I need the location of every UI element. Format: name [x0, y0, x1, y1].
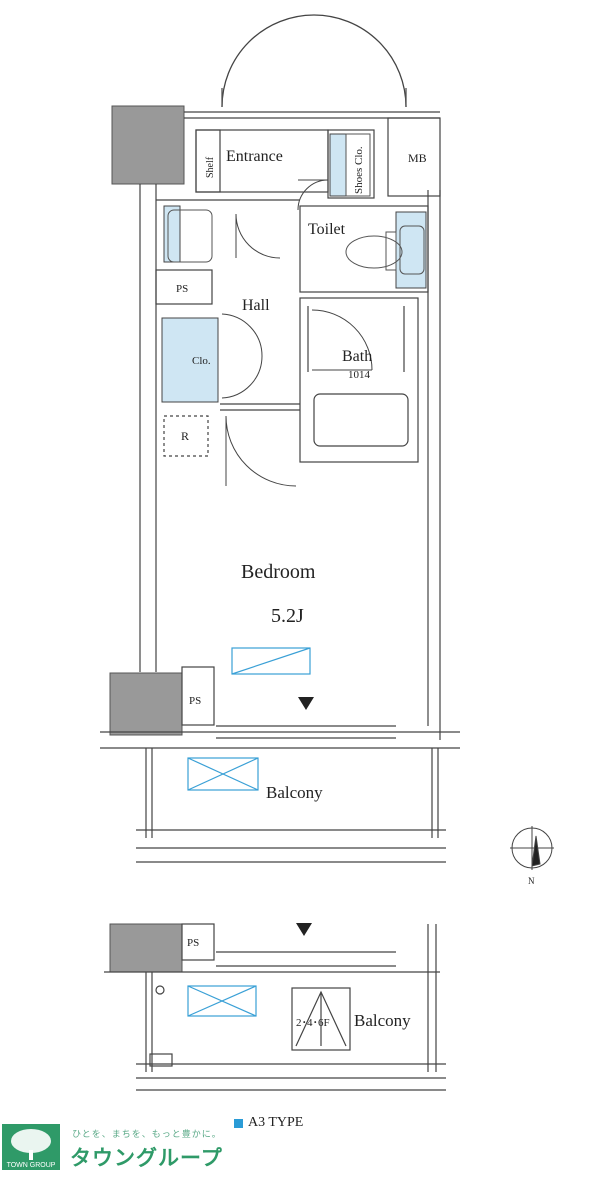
compass	[510, 826, 554, 870]
closet-fill	[161, 317, 219, 403]
label-bath: Bath	[342, 348, 372, 365]
label-bath-size: 1014	[348, 369, 371, 381]
label-ps-top: PS	[176, 283, 188, 295]
label-balcony: Balcony	[266, 783, 323, 802]
window-arrow-icon-alt	[296, 923, 312, 936]
structural-column-alt	[109, 923, 183, 973]
label-ps-mid: PS	[189, 695, 201, 707]
label-toilet: Toilet	[308, 221, 346, 238]
label-shoes-clo: Shoes Clo.	[353, 146, 365, 194]
structural-column-top	[111, 105, 185, 185]
label-floors: 2･4･6F	[296, 1017, 330, 1029]
label-mb: MB	[408, 151, 427, 165]
label-balcony-alt: Balcony	[354, 1011, 411, 1030]
label-r: R	[181, 429, 189, 443]
structural-column-bottom	[109, 672, 183, 736]
compass-north-label: N	[528, 876, 535, 886]
type-label: A3 TYPE	[248, 1115, 304, 1130]
label-entrance: Entrance	[226, 148, 283, 165]
logo-caption: TOWN GROUP	[6, 1162, 56, 1169]
label-bedroom: Bedroom	[241, 561, 316, 583]
type-marker-icon	[234, 1119, 243, 1128]
label-hall: Hall	[242, 297, 270, 314]
shoes-closet-fill	[329, 133, 347, 197]
brand-name: タウングループ	[70, 1146, 223, 1170]
brand-tagline: ひとを、まちを、もっと豊かに。	[72, 1130, 222, 1140]
label-clo: Clo.	[192, 355, 211, 367]
window-arrow-icon	[298, 697, 314, 710]
town-group-logo	[2, 1124, 60, 1170]
label-shelf: Shelf	[205, 156, 216, 178]
label-ps-alt: PS	[187, 937, 199, 949]
label-bedroom-size: 5.2J	[271, 605, 304, 627]
